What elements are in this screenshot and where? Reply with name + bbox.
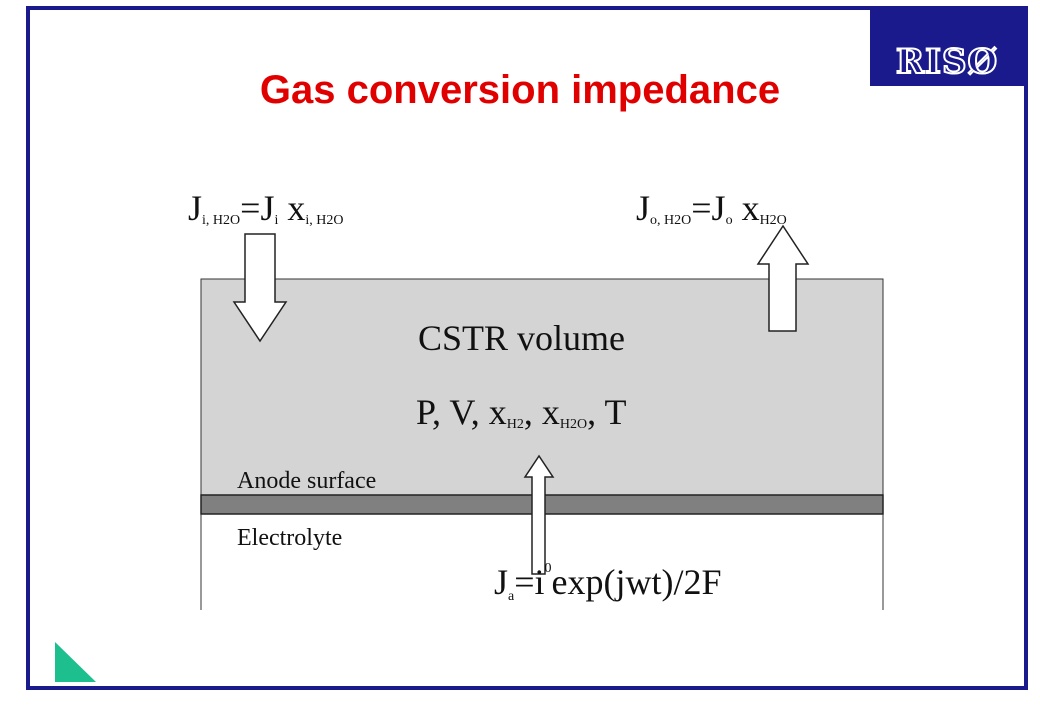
- outflow-label: Jo, H2O=Jo xH2O: [636, 188, 787, 228]
- corner-triangle-decoration: [55, 642, 96, 682]
- anode-flux-arrow-icon: [523, 454, 555, 575]
- cstr-volume-label: CSTR volume: [418, 318, 625, 358]
- inflow-label: Ji, H2O=Ji xi, H2O: [188, 188, 343, 228]
- anode-surface-label: Anode surface: [237, 468, 376, 494]
- inflow-arrow-icon: [232, 233, 288, 343]
- state-variables-label: P, V, xH2, xH2O, T: [416, 392, 626, 432]
- slide-frame: [26, 6, 1028, 690]
- outflow-arrow-icon: [756, 224, 810, 332]
- logo-box: RISØ: [870, 6, 1024, 86]
- riso-logo: RISØ: [895, 41, 999, 83]
- slide-title: Gas conversion impedance: [259, 68, 781, 112]
- electrolyte-label: Electrolyte: [237, 525, 342, 551]
- anode-flux-label: Ja=i0exp(jwt)/2F: [494, 561, 722, 604]
